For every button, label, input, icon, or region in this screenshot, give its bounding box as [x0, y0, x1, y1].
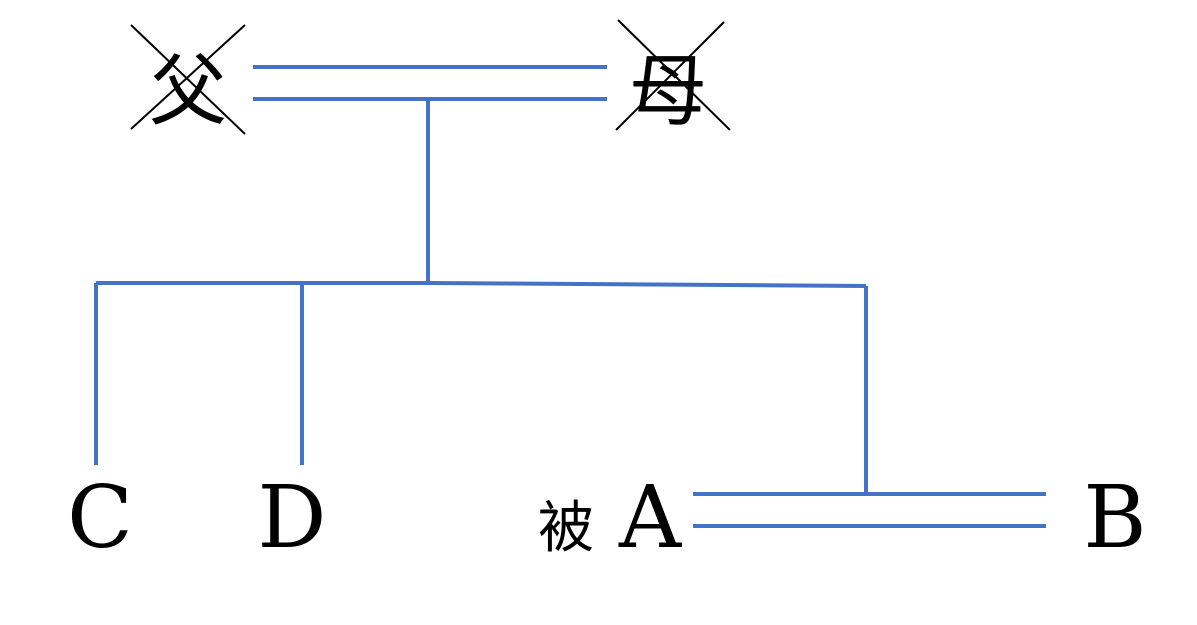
marriage-line-parents	[253, 65, 607, 101]
deceased-cross-icon	[130, 24, 246, 135]
sibling-bar-line	[96, 281, 867, 288]
deceased-cross-icon	[615, 19, 731, 131]
person-a: 被 A	[538, 468, 682, 568]
person-a-prefix: 被	[538, 496, 594, 561]
person-d-label: D	[258, 468, 327, 568]
father-label: 父	[149, 47, 227, 137]
person-a-label: A	[618, 468, 682, 568]
marriage-line-a-b	[693, 492, 1046, 528]
person-mother: 母	[615, 19, 731, 137]
person-c-label: C	[67, 468, 133, 568]
mother-label: 母	[629, 47, 707, 137]
person-b-label: B	[1083, 468, 1146, 568]
person-father: 父	[130, 24, 246, 137]
